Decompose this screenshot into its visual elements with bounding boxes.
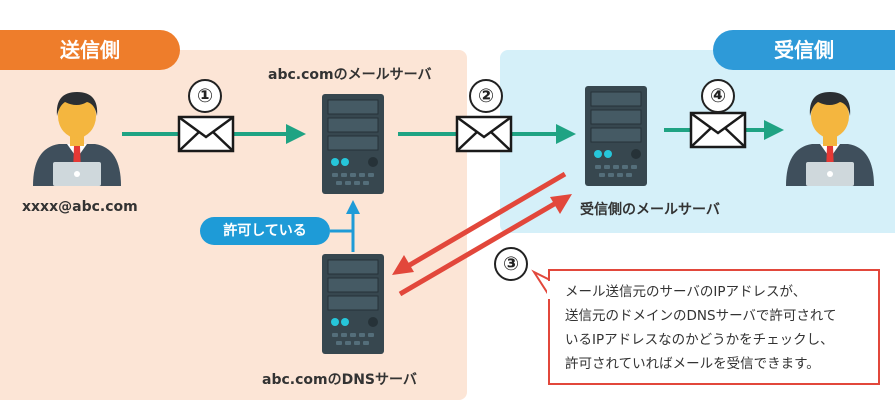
explanation-box [548,269,880,385]
sender-email-label: xxxx@abc.com [22,199,138,215]
permission-badge: 許可している [200,217,330,245]
explanation-line-2: 送信元のドメインのDNSサーバで許可されて [565,308,837,324]
sender-mail-server-label: abc.comのメールサーバ [268,67,432,83]
dns-permission-arrow [330,200,360,252]
dns-query-arrow [392,171,567,275]
step-1-marker: ① [188,79,222,113]
step-4-marker: ④ [701,79,735,113]
explanation-line-3: いるIPアドレスなのかどうかをチェックし、 [565,332,834,348]
receiver-title: 受信側 [713,30,895,70]
dns-server-label: abc.comのDNSサーバ [262,372,417,388]
step-2-marker: ② [469,79,503,113]
explanation-line-4: 許可されていればメールを受信できます。 [565,356,820,372]
explanation-line-1: メール送信元のサーバのIPアドレスが、 [565,284,807,300]
receiver-mail-server-label: 受信側のメールサーバ [580,202,720,218]
step-3-marker: ③ [494,247,528,281]
explanation-text: メール送信元のサーバのIPアドレスが、 送信元のドメインのDNSサーバで許可され… [565,280,837,376]
dns-response-arrow [398,194,572,297]
sender-title: 送信側 [0,30,180,70]
